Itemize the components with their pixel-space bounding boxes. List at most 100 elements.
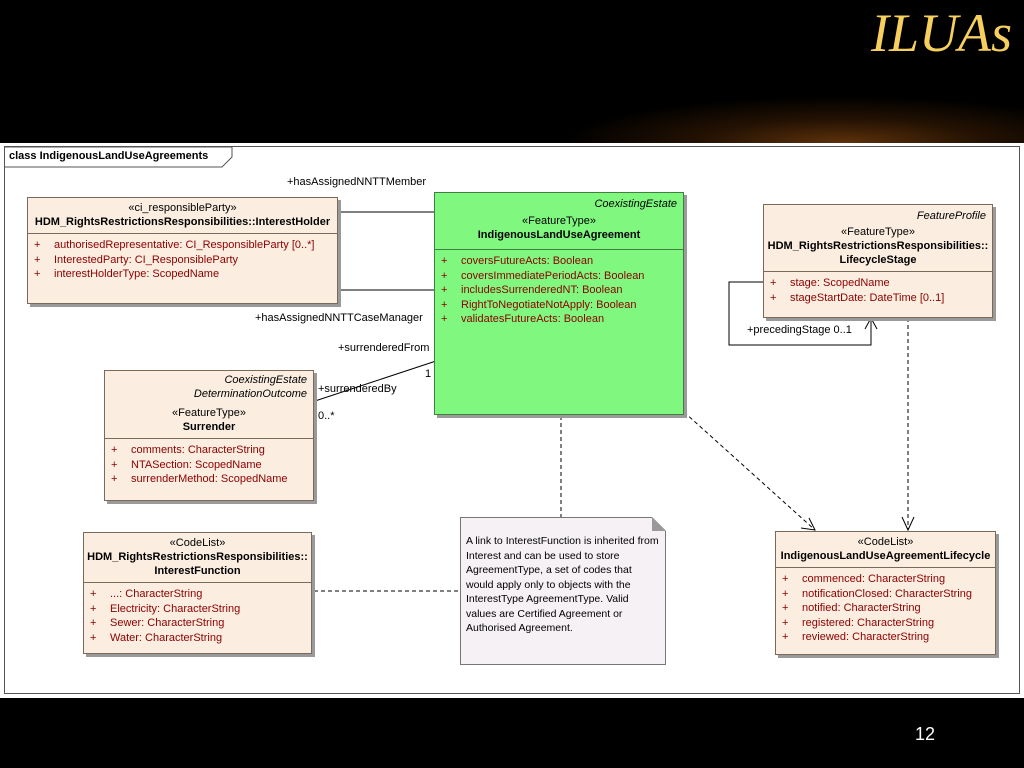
attribute: + RightToNegotiateNotApply: Boolean [441,298,683,313]
class-header: «CodeList» IndigenousLandUseAgreementLif… [776,532,995,568]
attribute-text: NTASection: ScopedName [131,458,262,471]
title-glow-decoration [560,96,1024,148]
class-surrender[interactable]: CoexistingEstate DeterminationOutcome «F… [104,370,314,501]
visibility-sign: + [441,255,448,267]
visibility-sign: + [111,458,118,471]
stereotype: «FeatureType» [172,407,246,419]
attribute: + coversFutureActs: Boolean [441,254,683,269]
attribute-text: notified: CharacterString [802,602,921,614]
visibility-sign: + [441,269,448,282]
role-label-nntt-case-manager: +hasAssignedNNTTCaseManager [255,312,423,324]
attribute-list: + comments: CharacterString + NTASection: … [105,439,313,487]
stereotype: «CodeList» [857,536,914,548]
visibility-sign: + [782,573,789,585]
visibility-sign: + [441,313,448,325]
frame-label: class IndigenousLandUseAgreements [9,150,209,162]
attribute: +stage: ScopedName [770,276,992,291]
attribute-text: InterestedParty: CI_ResponsibleParty [54,253,239,266]
attribute-text: Sewer: CharacterString [110,617,225,629]
class-header: CoexistingEstate «FeatureType» Indigenou… [435,193,683,250]
attribute: + ...: CharacterString [90,587,311,602]
note[interactable]: A link to InterestFunction is inherited … [460,517,666,665]
visibility-sign: + [441,298,448,311]
multiplicity-one: 1 [425,368,432,380]
visibility-sign: + [782,587,789,600]
class-name: IndigenousLandUseAgreement [477,229,641,241]
note-fold-corner [652,517,666,531]
package-name-line1: CoexistingEstate [224,374,307,386]
class-indigenous-land-use-agreement[interactable]: CoexistingEstate «FeatureType» Indigenou… [434,192,684,415]
visibility-sign: + [34,268,41,280]
note-text: A link to InterestFunction is inherited … [466,535,659,634]
class-name-line2: InterestFunction [154,565,241,577]
package-name-line2: DeterminationOutcome [193,387,307,400]
class-name: IndigenousLandUseAgreementLifecycle [780,550,991,562]
class-header: «CodeList» HDM_RightsRestrictionsRespons… [84,533,311,583]
visibility-sign: + [782,616,789,629]
package-name: CoexistingEstate [594,198,677,210]
attribute-text: coversFutureActs: Boolean [461,255,594,267]
class-header: CoexistingEstate DeterminationOutcome «F… [105,371,313,439]
class-header: «ci_responsibleParty» HDM_RightsRestrict… [28,198,337,234]
attribute-text: registered: CharacterString [802,616,935,629]
attribute: + validatesFutureActs: Boolean [441,312,683,327]
class-interest-holder[interactable]: «ci_responsibleParty» HDM_RightsRestrict… [27,197,338,304]
attribute-text: ...: CharacterString [110,588,203,600]
attribute: + Sewer: CharacterString [90,616,311,631]
visibility-sign: + [770,277,777,289]
attribute-text: RightToNegotiateNotApply: Boolean [461,298,637,311]
class-name-line2: LifecycleStage [839,254,917,266]
association-surrender [311,360,437,403]
role-label-surrendered-by: +surrenderedBy [318,383,397,395]
attribute: + registered: CharacterString [782,616,995,631]
attribute: + stageStartDate: DateTime [0..1] [770,291,992,306]
attribute-text: authorisedRepresentative: CI_Responsible… [54,239,315,251]
stereotype: «FeatureType» [841,226,915,238]
visibility-sign: + [90,617,97,629]
visibility-sign: + [111,473,118,485]
attribute-list: + authorisedRepresentative: CI_Responsibl… [28,234,337,282]
attribute: + NTASection: ScopedName [111,458,313,473]
attribute-text: stageStartDate: DateTime [0..1] [790,291,945,304]
attribute-text: reviewed: CharacterString [802,631,930,643]
association-preceding-stage [728,281,872,346]
package-name: FeatureProfile [916,210,986,222]
visibility-sign: + [34,253,41,266]
attribute: + notificationClosed: CharacterString [782,587,995,602]
stereotype: «FeatureType» [522,215,596,227]
page-number: 12 [914,724,936,744]
attribute-text: notificationClosed: CharacterString [802,587,972,600]
role-label-surrendered-from: +surrenderedFrom [338,342,430,354]
visibility-sign: + [782,602,789,614]
dependency-arrow-head [800,517,816,531]
visibility-sign: + [770,291,777,304]
visibility-sign: + [90,588,97,600]
attribute: + InterestedParty: CI_ResponsibleParty [34,253,337,268]
role-label-nntt-member: +hasAssignedNNTTMember [287,176,427,188]
visibility-sign: + [111,444,118,456]
attribute: +reviewed: CharacterString [782,630,995,645]
attribute-list: +commenced: CharacterString +notificatio… [776,568,995,645]
multiplicity-many: 0..* [318,410,335,422]
attribute: + notified: CharacterString [782,601,995,616]
attribute-list: +stage: ScopedName + stageStartDate: Date… [764,272,992,305]
class-header: FeatureProfile «FeatureType» HDM_RightsR… [764,205,992,272]
open-arrow-head [864,316,878,330]
class-name-line1: HDM_RightsRestrictionsResponsibilities:: [87,551,308,563]
class-interest-function[interactable]: «CodeList» HDM_RightsRestrictionsRespons… [83,532,312,654]
diagram-frame [4,146,1020,694]
attribute: +Water: CharacterString [90,631,311,646]
class-ilua-lifecycle[interactable]: «CodeList» IndigenousLandUseAgreementLif… [775,531,996,655]
attribute-text: comments: CharacterString [131,444,265,456]
class-name: HDM_RightsRestrictionsResponsibilities::… [34,216,331,228]
attribute-text: validatesFutureActs: Boolean [461,313,605,325]
attribute: +interestHolderType: ScopedName [34,267,337,282]
class-name: Surrender [182,420,236,433]
class-name-line1: HDM_RightsRestrictionsResponsibilities:: [767,240,989,252]
class-lifecycle-stage[interactable]: FeatureProfile «FeatureType» HDM_RightsR… [763,204,993,318]
attribute-text: Electricity: CharacterString [110,602,241,615]
dependency-ilua-lifecycle [683,411,816,531]
stereotype: «ci_responsibleParty» [128,202,237,214]
attribute-list: +coversFutureActs: Boolean +coversImmedi… [435,250,683,327]
